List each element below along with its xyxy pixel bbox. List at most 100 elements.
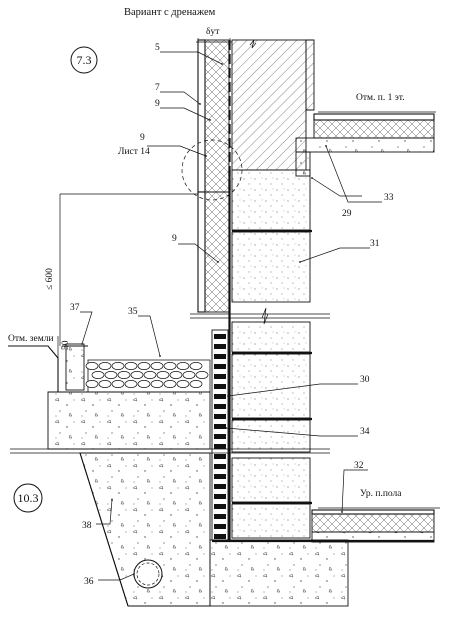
floor-level-label: Ур. п.пола [360, 489, 402, 499]
membrane-dimple [214, 434, 226, 439]
leader-lines [80, 51, 382, 581]
foundation-block [231, 457, 311, 503]
membrane-dimple [214, 394, 226, 399]
gravel-stone [195, 371, 209, 379]
trench-wall [79, 452, 129, 607]
gravel-stone [137, 362, 151, 370]
blind-area-concrete [47, 391, 211, 450]
gravel-stone [189, 380, 203, 388]
detail-ref-top-circle [70, 46, 98, 74]
gravel-stone [124, 380, 138, 388]
gravel-stone [150, 362, 164, 370]
callout-35: 35 [128, 307, 138, 317]
callout-29: 29 [342, 209, 352, 219]
cladding-layer-lower [197, 191, 206, 313]
detail-callout-circle [181, 139, 243, 201]
thickness-label: δут [206, 27, 220, 37]
floor-slab-top [313, 113, 435, 121]
gravel-stone [143, 371, 157, 379]
callout-5: 5 [155, 43, 160, 53]
callout-31: 31 [370, 239, 380, 249]
floor-slab-insulation [313, 119, 435, 139]
membrane-dimple [214, 424, 226, 429]
callout-36: 36 [84, 577, 94, 587]
gravel-stone [189, 362, 203, 370]
membrane-dimple [214, 484, 226, 489]
foundation-block [231, 353, 311, 419]
callout-38: 38 [82, 521, 92, 531]
callout-33: 33 [384, 193, 394, 203]
membrane-dimple [214, 464, 226, 469]
floor-slab-lower-insul [311, 513, 435, 533]
membrane-dimple [214, 494, 226, 499]
drawing-title: Вариант с дренажем [124, 7, 216, 18]
sheet-ref-sheet: Лист 14 [118, 147, 150, 157]
ground-level-label: Отм. земли [8, 334, 54, 344]
gravel-stone [98, 362, 112, 370]
membrane-dimple [214, 474, 226, 479]
gravel-stone [117, 371, 131, 379]
callout-32: 32 [354, 461, 364, 471]
gravel-stone [176, 362, 190, 370]
membrane-dimple [214, 354, 226, 359]
membrane-dimple [214, 534, 226, 539]
membrane-dimple [214, 334, 226, 339]
gravel-stone [124, 362, 138, 370]
membrane-dimple [214, 344, 226, 349]
membrane-dimple [214, 504, 226, 509]
membrane-dimple [214, 524, 226, 529]
break-mark-top [249, 39, 257, 49]
foundation-block [231, 321, 311, 353]
gravel-stone [98, 380, 112, 388]
insulation-layer-upper [204, 39, 230, 193]
drainage-membrane [211, 329, 229, 541]
gravel-stone [176, 380, 190, 388]
thickness-dimension [196, 38, 232, 46]
gravel-stone [137, 380, 151, 388]
detail-ref-bottom: 10.3 [18, 491, 39, 505]
sheet-ref-number: 9 [140, 133, 145, 143]
height-dimension [59, 193, 198, 346]
gravel-stone [111, 362, 125, 370]
callout-30: 30 [360, 375, 370, 385]
membrane-dimple [214, 514, 226, 519]
callout-7: 7 [155, 83, 160, 93]
gravel-stone [169, 371, 183, 379]
height-label: ≤ 600 [45, 268, 55, 290]
foundation-block [231, 231, 311, 303]
drain-pipe-inner [136, 562, 160, 586]
foundation-block [231, 169, 311, 231]
footing [209, 539, 349, 607]
callout-37: 37 [70, 303, 80, 313]
gravel-backfill [85, 359, 211, 393]
mortar-joints [232, 229, 312, 505]
membrane-dimple [214, 384, 226, 389]
gravel-stone [163, 362, 177, 370]
foundation-block [231, 419, 311, 453]
membrane-dimple [214, 404, 226, 409]
membrane-dimple [214, 414, 226, 419]
gravel-stone [91, 371, 105, 379]
membrane-dimple [214, 374, 226, 379]
callout-9-lower: 9 [172, 234, 177, 244]
offset-label: 50 [61, 340, 71, 350]
gravel-stone [156, 371, 170, 379]
upper-wall-step [305, 39, 315, 111]
drain-pipe [133, 559, 163, 589]
gravel-stone [163, 380, 177, 388]
floor-slab-lower-top [311, 509, 435, 515]
insulation-layer-lower [204, 191, 230, 313]
membrane-dimple [214, 454, 226, 459]
callout-9-upper: 9 [155, 99, 160, 109]
foundation-block [231, 503, 311, 539]
gravel-stone [85, 362, 99, 370]
gravel-stone [130, 371, 144, 379]
gravel-stone [85, 380, 99, 388]
foundation-blocks [231, 169, 311, 539]
membrane-dimple [214, 364, 226, 369]
gravel-stone [104, 371, 118, 379]
floor-slab-concrete [295, 137, 435, 153]
section-break-upper [190, 307, 330, 325]
detail-ref-top: 7.3 [77, 53, 92, 67]
